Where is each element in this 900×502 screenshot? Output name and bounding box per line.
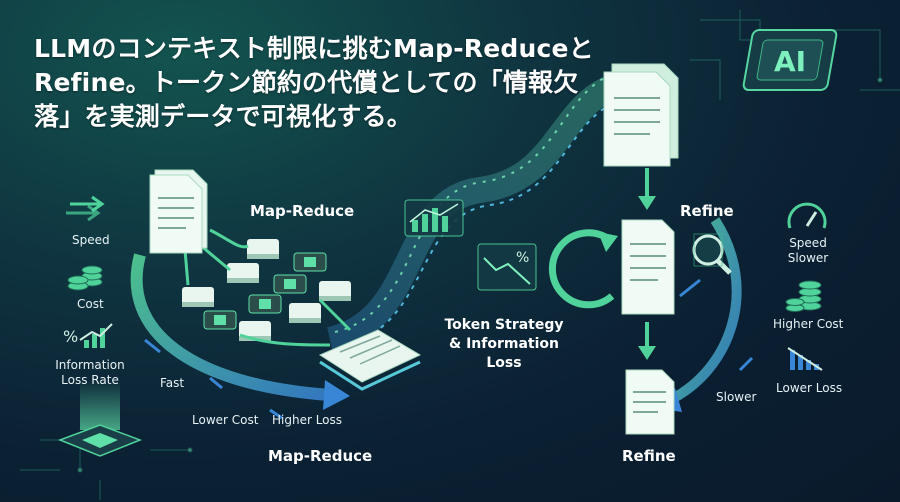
- token-strategy-line-2: & Information: [449, 336, 559, 352]
- fast-arrows-icon: [144, 338, 283, 420]
- stream-percent-symbol: %: [516, 250, 529, 266]
- stream-percent-chart-icon: [477, 243, 537, 291]
- map-reduce-nodes: [182, 239, 351, 341]
- page-title: LLMのコンテキスト制限に挑むMap-Reduceと Refine。トークン節約…: [34, 32, 594, 134]
- magnifier-icon: [692, 233, 732, 275]
- refine-output-document-icon: [625, 369, 675, 435]
- map-reduce-arrowhead: [323, 380, 350, 410]
- ai-chip-label: AI: [774, 45, 806, 78]
- legend-cost-label: Cost: [77, 297, 104, 311]
- refine-input-document-icon: [603, 63, 679, 167]
- refine-top-label: Refine: [680, 202, 734, 220]
- refine-curve-arrow: [667, 217, 742, 405]
- legend-speed-label: Speed: [72, 233, 110, 247]
- refine-step-document-icon: [621, 219, 675, 315]
- refine-down-arrows: [638, 168, 656, 360]
- title-line-1: LLMのコンテキスト制限に挑むMap-Reduceと: [34, 34, 594, 63]
- refine-lower-loss-label: Lower Loss: [776, 381, 843, 395]
- map-reduce-top-label: Map-Reduce: [250, 202, 355, 220]
- legend-info-loss-label: Information Loss Rate: [48, 358, 132, 388]
- refine-speed-line: Speed: [789, 236, 827, 250]
- merged-document-icon: [318, 329, 422, 391]
- declining-bars-icon: [787, 347, 823, 371]
- refine-higher-cost-label: Higher Cost: [773, 317, 844, 331]
- server-node-icon: [57, 380, 143, 457]
- title-line-2: Refine。トークン節約の代償としての「情報欠: [34, 68, 579, 97]
- refine-slower-label: Slower: [716, 390, 757, 404]
- legend-info-loss-line-1: Information: [55, 358, 125, 372]
- ai-chip-icon: [742, 29, 838, 91]
- refine-small-arrows: [679, 278, 754, 372]
- refine-bottom-label: Refine: [622, 447, 676, 465]
- gauge-icon: [787, 202, 827, 229]
- map-reduce-bottom-label: Map-Reduce: [268, 447, 373, 465]
- legend-percent-symbol: %: [63, 327, 78, 346]
- legend-info-loss-line-2: Loss Rate: [61, 373, 119, 387]
- refine-coin-stack-icon: [785, 280, 822, 312]
- map-reduce-fast-label: Fast: [160, 376, 185, 390]
- refine-slower-line: Slower: [787, 251, 829, 265]
- refresh-loop-icon: [548, 229, 618, 309]
- map-reduce-higher-loss-label: Higher Loss: [272, 413, 343, 427]
- data-stream: [326, 71, 626, 353]
- title-line-3: 落」を実測データで可視化する。: [34, 102, 413, 131]
- token-strategy-label: Token Strategy & Information Loss: [440, 316, 568, 373]
- map-reduce-flow-arrows: [183, 228, 352, 347]
- map-reduce-lower-cost-label: Lower Cost: [192, 413, 259, 427]
- percent-chart-icon: %: [63, 323, 113, 348]
- refine-speed-slower-label: Speed Slower: [780, 236, 836, 266]
- stream-bar-chart-icon: [404, 199, 464, 237]
- arrows-icon: [66, 195, 105, 222]
- document-icon: [149, 169, 208, 254]
- token-strategy-line-3: Loss: [486, 355, 522, 371]
- token-strategy-line-1: Token Strategy: [444, 317, 564, 333]
- coin-stack-icon: [67, 265, 103, 291]
- map-reduce-curve-arrow: [130, 253, 331, 401]
